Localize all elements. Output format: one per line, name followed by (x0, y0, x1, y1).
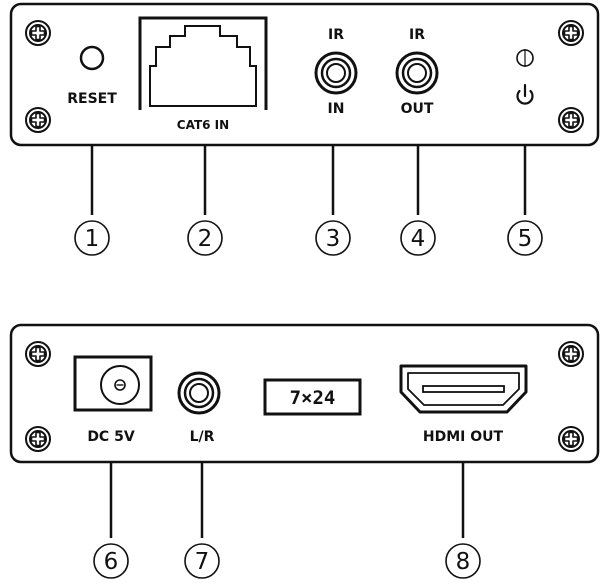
ir-in-label-top: IR (328, 27, 344, 43)
brand-logo: 7×24 (263, 378, 362, 416)
brand-text: 7×24 (290, 387, 336, 409)
ir-in-jack[interactable] (314, 51, 358, 95)
callout-number: 1 (85, 226, 100, 252)
cat6-in-label: CAT6 IN (177, 118, 229, 132)
callout-5: 5 (507, 220, 543, 256)
ir-out-label-top: IR (409, 27, 425, 43)
ir-out-label-bottom: OUT (401, 101, 434, 117)
lr-label: L/R (190, 429, 215, 445)
led-indicator-icon (516, 49, 534, 67)
cat6-in-port[interactable] (138, 16, 268, 110)
callout-7: 7 (184, 543, 220, 579)
ir-out-jack[interactable] (395, 51, 439, 95)
callout-6: 6 (93, 543, 129, 579)
rear-panel: DC 5V L/R 7×24 HDMI OUT (9, 323, 600, 464)
screw-icon (25, 20, 51, 46)
callout-1: 1 (74, 220, 110, 256)
front-panel-body (9, 2, 600, 147)
front-panel: RESET CAT6 IN IR IN IR OUT (9, 2, 600, 147)
callout-2: 2 (187, 220, 223, 256)
power-icon (516, 83, 534, 105)
hdmi-out-label: HDMI OUT (423, 429, 504, 445)
callout-3: 3 (315, 220, 351, 256)
reset-label: RESET (67, 91, 117, 107)
callout-number: 8 (456, 549, 471, 575)
screw-icon (558, 107, 584, 133)
screw-icon (25, 107, 51, 133)
callout-number: 6 (104, 549, 119, 575)
hdmi-out-port[interactable] (399, 364, 528, 414)
dc-5v-label: DC 5V (87, 429, 135, 445)
callout-number: 3 (326, 226, 341, 252)
callout-number: 4 (411, 226, 426, 252)
dc-5v-port[interactable] (73, 355, 153, 412)
callout-number: 7 (195, 549, 210, 575)
screw-icon (25, 341, 51, 367)
lr-audio-jack[interactable] (177, 371, 221, 415)
screw-icon (558, 426, 584, 452)
screw-icon (558, 341, 584, 367)
reset-button[interactable] (79, 45, 105, 71)
screw-icon (558, 20, 584, 46)
ir-in-label-bottom: IN (328, 101, 345, 117)
screw-icon (25, 426, 51, 452)
callout-4: 4 (400, 220, 436, 256)
callout-8: 8 (445, 543, 481, 579)
callout-number: 5 (518, 226, 533, 252)
callout-number: 2 (198, 226, 213, 252)
